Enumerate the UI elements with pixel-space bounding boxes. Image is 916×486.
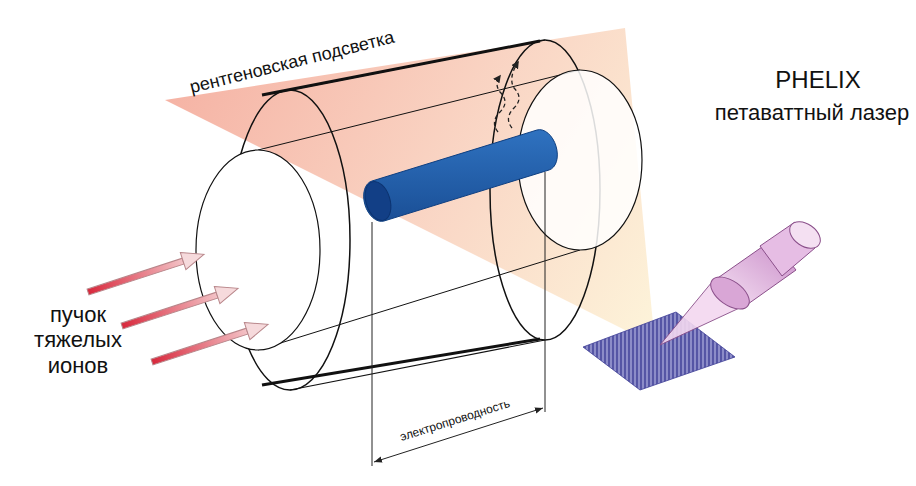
laser-beam — [660, 216, 825, 345]
emission-arrows — [494, 62, 519, 132]
ion-beam-arrows — [87, 258, 184, 295]
emission-arrows — [508, 62, 519, 128]
target-cylinder — [196, 40, 642, 390]
sample-rod — [361, 130, 558, 224]
dimension-label: электропроводность — [398, 397, 511, 445]
sample-rod — [364, 130, 558, 222]
laser-beam — [785, 216, 825, 254]
ion-beam-arrows — [151, 328, 248, 365]
ion-beam-label: пучок тяжелых ионов — [18, 302, 138, 378]
ion-beam-arrows — [214, 280, 240, 304]
ion-beam-arrows — [121, 292, 218, 329]
target-cylinder — [290, 340, 545, 390]
target-cylinder — [196, 150, 320, 350]
ion-beam-arrows — [119, 280, 241, 335]
sample-rod — [361, 178, 396, 223]
emission-arrows — [494, 76, 505, 132]
ion-beam-arrows — [244, 316, 270, 340]
dimension-line — [372, 222, 373, 466]
laser-name: PHELIX — [775, 66, 860, 94]
laser-beam — [705, 271, 755, 316]
ion-beam-arrows — [149, 316, 271, 371]
target-cylinder — [262, 339, 540, 385]
backlighter-foil — [583, 312, 735, 390]
dimension-line — [545, 172, 546, 412]
ion-beam-arrows — [180, 246, 206, 270]
dimension-line — [372, 172, 545, 466]
ion-beam-arrows — [85, 246, 207, 301]
laser-label: петаваттный лазер — [715, 100, 909, 125]
